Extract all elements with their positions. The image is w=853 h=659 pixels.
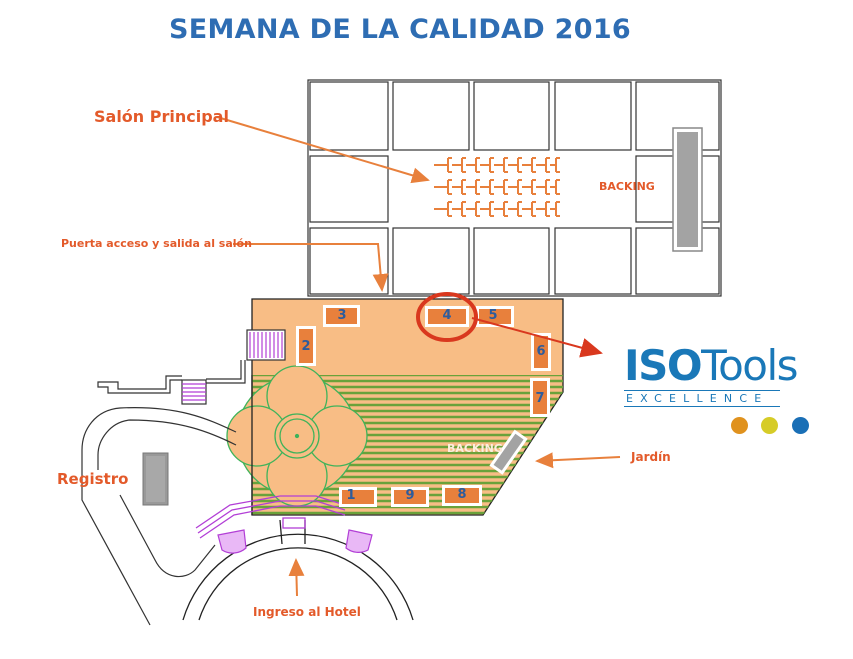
dot-orange-icon: [731, 417, 748, 434]
label-backing-salon: BACKING: [599, 180, 655, 193]
fountain: [226, 365, 368, 507]
ramp: [195, 495, 346, 539]
label-ingreso: Ingreso al Hotel: [253, 605, 361, 619]
booth-3[interactable]: 3: [337, 308, 347, 323]
puerta-arrow: [233, 243, 389, 292]
booth-6[interactable]: 6: [536, 344, 546, 359]
label-puerta: Puerta acceso y salida al salón: [61, 237, 252, 250]
isotools-logo: ISOTools EXCELLENCE: [624, 341, 799, 407]
booth-8[interactable]: 8: [457, 487, 467, 502]
booth-5[interactable]: 5: [488, 308, 498, 323]
jardin-backing-panel: [489, 429, 528, 475]
booth-4[interactable]: 4: [442, 308, 452, 323]
label-jardin: Jardín: [631, 450, 671, 464]
label-registro: Registro: [57, 470, 129, 488]
booth-9[interactable]: 9: [405, 488, 415, 503]
label-backing-jardin: BACKING: [447, 442, 503, 455]
booth-7[interactable]: 7: [535, 391, 545, 406]
booths: [296, 305, 551, 507]
chairs: [434, 157, 560, 217]
stairs-left: [181, 329, 286, 405]
logo-brand-bold: ISO: [624, 341, 703, 390]
jardin-arrow: [535, 452, 621, 469]
entry-stairs: [217, 529, 373, 554]
terrace-walls: [81, 360, 246, 626]
highlight-circle: [416, 292, 478, 342]
logo-arrow: [471, 317, 603, 358]
salon-arrow: [216, 116, 430, 184]
page-title: SEMANA DE LA CALIDAD 2016: [168, 14, 632, 45]
label-salon-principal: Salón Principal: [94, 107, 229, 126]
hotel-entrance: [182, 517, 414, 621]
logo-tagline: EXCELLENCE: [624, 390, 780, 407]
dot-blue-icon: [792, 417, 809, 434]
dot-yellow-icon: [761, 417, 778, 434]
booth-1[interactable]: 1: [346, 488, 356, 503]
booth-2[interactable]: 2: [301, 339, 311, 354]
logo-brand-light: Tools: [701, 341, 798, 390]
ingreso-arrow: [288, 558, 305, 597]
